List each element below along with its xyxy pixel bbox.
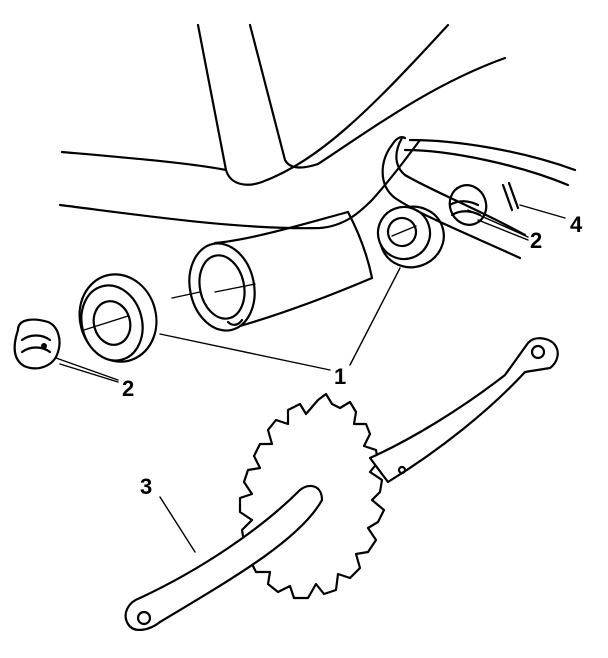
right-bearing-retainer: [448, 184, 488, 226]
bottom-bracket-shell: [171, 210, 374, 332]
callout-2-right: 2: [530, 228, 542, 253]
callout-3: 3: [140, 474, 152, 499]
left-bearing-retainer: [13, 318, 61, 370]
seat-tube: [196, 23, 320, 186]
right-crank-arm: [368, 337, 559, 484]
down-tube: [58, 23, 507, 230]
left-crank-arm: [124, 484, 324, 631]
chainstay: [381, 136, 577, 260]
callout-4: 4: [570, 212, 583, 237]
leader-lines: [55, 204, 566, 553]
left-bearing-cup: [78, 273, 158, 363]
callout-2-left: 2: [122, 376, 134, 401]
right-bearing-cup: [376, 205, 445, 269]
callout-1: 1: [334, 364, 346, 389]
cotter-key: [501, 181, 520, 212]
